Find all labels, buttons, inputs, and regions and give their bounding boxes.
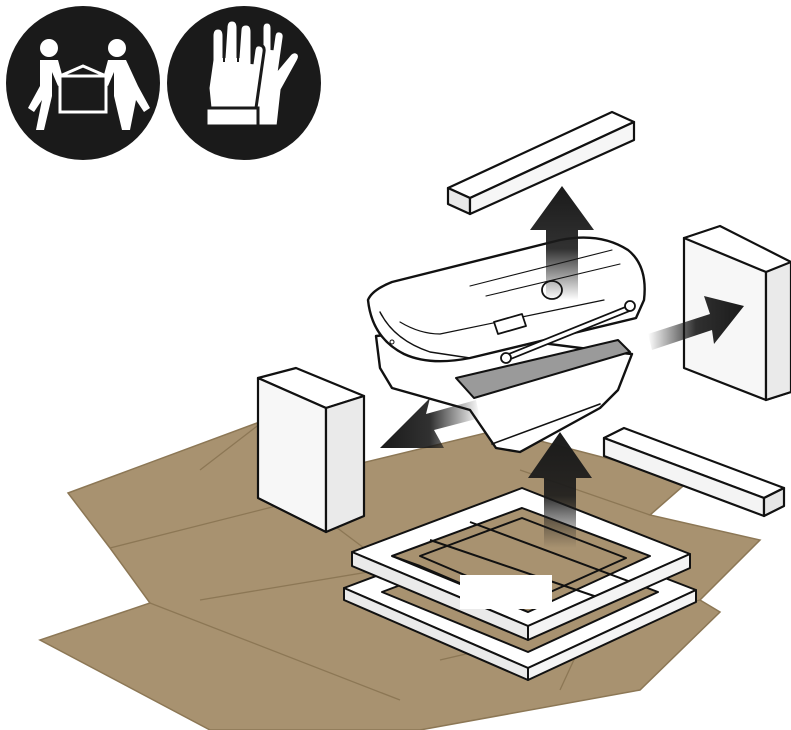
two-person-lift-icon: [6, 6, 160, 160]
top-foam-block: [448, 112, 634, 214]
protective-gloves-icon: [167, 6, 321, 160]
